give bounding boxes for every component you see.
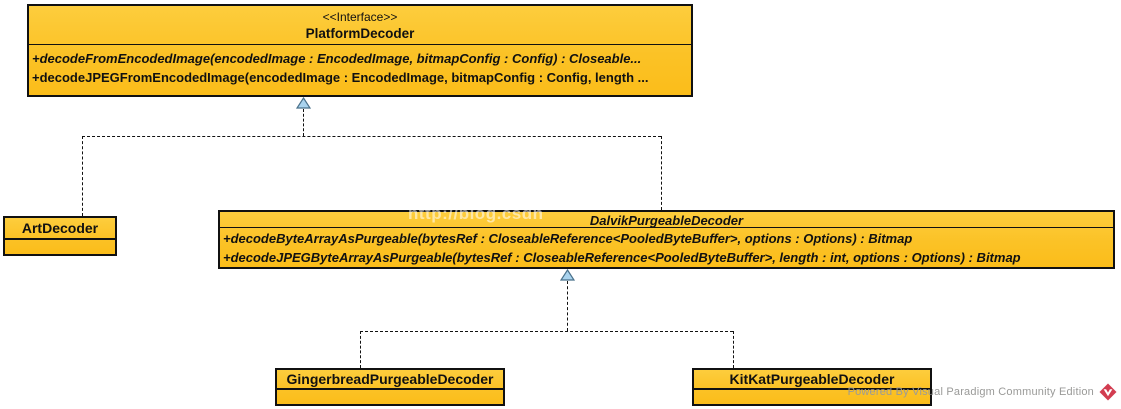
empty-attributes-compartment [5,240,115,254]
realization-edge-horizontal [82,136,661,137]
class-name-kitkat-purgeable-decoder: KitKatPurgeableDecoder [694,370,930,390]
powered-by-footer: Powered By Visual Paradigm Community Edi… [848,383,1117,401]
class-box-platform-decoder: <<Interface>> PlatformDecoder +decodeFro… [27,4,693,97]
class-box-art-decoder: ArtDecoder [3,216,117,256]
generalization-edge-horizontal [360,331,733,332]
method-decode-byte-array-as-purgeable: +decodeByteArrayAsPurgeable(bytesRef : C… [223,231,913,246]
class-box-dalvik-purgeable-decoder: DalvikPurgeableDecoder +decodeByteArrayA… [218,210,1115,269]
class-name-platform-decoder: PlatformDecoder [305,26,415,41]
generalization-edge-to-kitkat [733,331,734,368]
visual-paradigm-logo-icon [1099,383,1117,401]
class-name-art-decoder: ArtDecoder [5,218,115,240]
empty-attributes-compartment [277,390,503,404]
class-name-gingerbread-purgeable-decoder: GingerbreadPurgeableDecoder [277,370,503,390]
method-decode-jpeg-byte-array-as-purgeable: +decodeJPEGByteArrayAsPurgeable(bytesRef… [223,250,1021,265]
realization-edge-to-dalvik [661,136,662,210]
realization-arrowhead-icon [295,96,312,109]
realization-edge-stem [303,109,304,136]
realization-edge-to-art-decoder [82,136,83,216]
class-box-kitkat-purgeable-decoder: KitKatPurgeableDecoder [692,368,932,406]
stereotype-label: <<Interface>> [322,10,398,24]
method-decode-from-encoded-image: +decodeFromEncodedImage(encodedImage : E… [32,51,642,66]
generalization-arrowhead-icon [559,268,576,281]
method-decode-jpeg-from-encoded-image: +decodeJPEGFromEncodedImage(encodedImage… [32,70,649,85]
generalization-edge-stem [567,281,568,331]
class-box-gingerbread-purgeable-decoder: GingerbreadPurgeableDecoder [275,368,505,406]
powered-by-label: Powered By Visual Paradigm Community Edi… [847,386,1094,398]
class-name-dalvik-purgeable-decoder: DalvikPurgeableDecoder [220,212,1113,228]
generalization-edge-to-gingerbread [360,331,361,368]
